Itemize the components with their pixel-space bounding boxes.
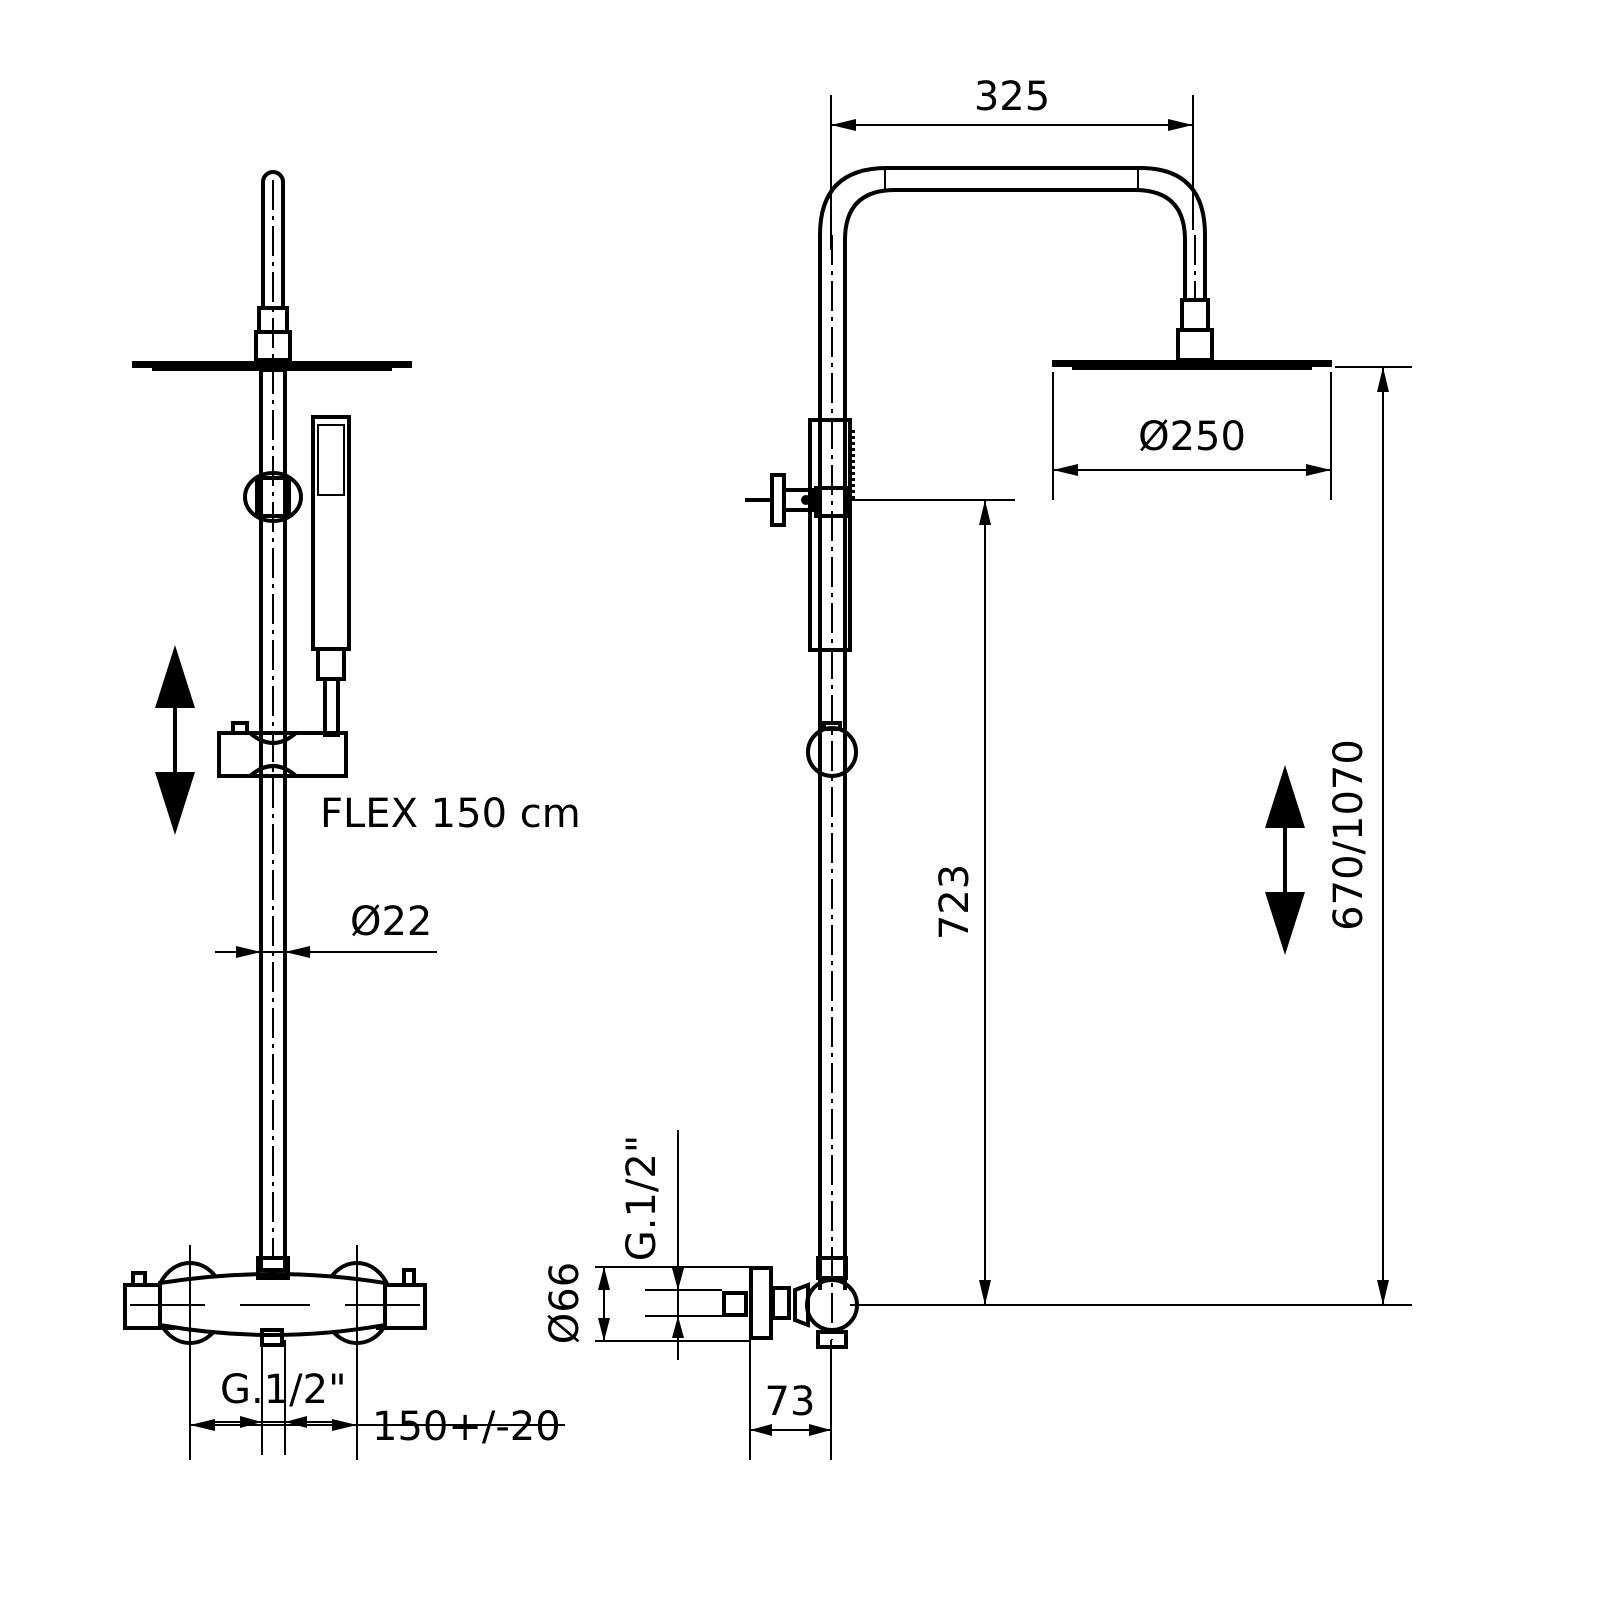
shower-head-nozzles — [1072, 365, 1312, 370]
shower-head — [1052, 360, 1332, 367]
hand-shower-face — [317, 424, 345, 496]
wall-offset-dimension — [749, 1340, 832, 1460]
arm-projection-dimension — [830, 95, 1194, 250]
left-view: FLEX 150 cm Ø22 — [123, 170, 581, 1460]
slider — [217, 731, 348, 778]
right-view: 325 Ø250 723 670/1070 — [542, 74, 1412, 1460]
holder-height-dimension — [850, 499, 1412, 1306]
top-arm — [261, 170, 285, 310]
body-diameter-label: Ø66 — [542, 1262, 588, 1344]
hand-shower-side — [745, 418, 855, 652]
arm-projection-label: 325 — [974, 74, 1050, 120]
body-side — [722, 1256, 859, 1349]
slider-button — [231, 721, 249, 735]
shower-arm — [818, 166, 1207, 1290]
inlet-spacing-label: 150+/-20 — [372, 1404, 561, 1450]
rod-diameter-label: Ø22 — [350, 899, 432, 945]
head-connector — [1176, 328, 1214, 362]
inlet-thread-label: G.1/2" — [220, 1367, 346, 1413]
head-diameter-label: Ø250 — [1138, 414, 1246, 460]
wall-offset-label: 73 — [765, 1379, 816, 1425]
height-adjust-arrow-icon — [155, 645, 195, 835]
height-adjust-arrow-icon — [1265, 765, 1305, 955]
height-range-dimension — [1335, 366, 1412, 1305]
hose — [323, 677, 340, 737]
flex-label: FLEX 150 cm — [320, 791, 581, 837]
rod-ring — [243, 471, 303, 523]
holder-height-label: 723 — [932, 864, 978, 940]
head-diameter-dimension — [1052, 372, 1332, 500]
rod-diameter-dimension — [215, 946, 437, 958]
height-range-label: 670/1070 — [1326, 739, 1372, 931]
inlet-spacing-dimension — [189, 1245, 565, 1460]
thermostat-body — [123, 1256, 427, 1347]
outlet-thread-label: G.1/2" — [619, 1135, 665, 1261]
arm-connector — [1180, 298, 1210, 332]
ring-clamp — [255, 476, 291, 518]
body-diameter-dimension — [595, 1130, 750, 1360]
hand-shower-connector — [316, 647, 346, 681]
